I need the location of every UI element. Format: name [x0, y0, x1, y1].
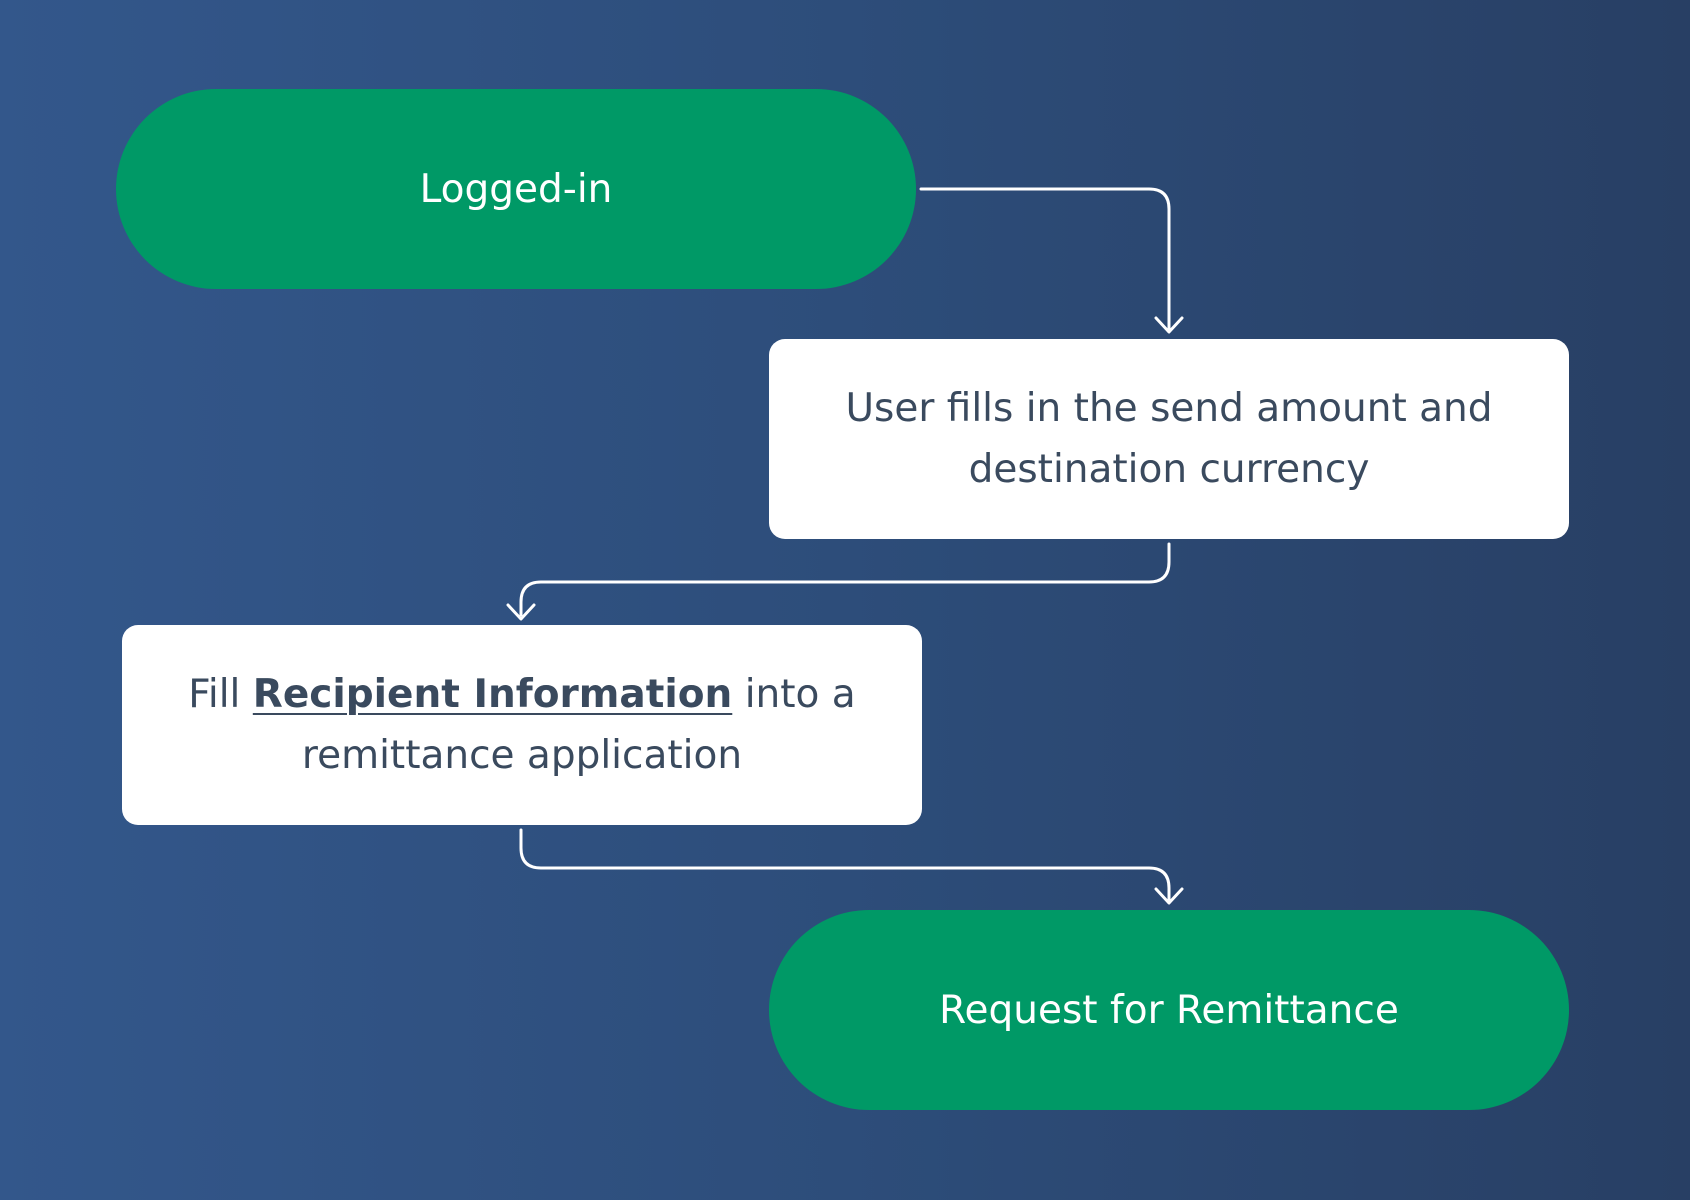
step2-suffix: into a — [744, 672, 856, 717]
arrowhead-step1-icon — [1154, 316, 1184, 334]
arrowhead-end-icon — [1154, 887, 1184, 905]
arrowhead-step2-icon — [506, 603, 536, 621]
process-step-send-amount: User fills in the send amount and destin… — [769, 339, 1569, 539]
step1-line1: User fills in the send amount and — [845, 386, 1493, 431]
start-label: Logged-in — [419, 166, 613, 212]
end-label: Request for Remittance — [939, 987, 1399, 1033]
connector-step2-to-end — [519, 828, 1171, 903]
step2-line2: remittance application — [301, 733, 743, 778]
connector-start-to-step1 — [919, 187, 1171, 332]
connector-step1-to-step2 — [519, 542, 1171, 617]
start-terminal: Logged-in — [116, 89, 916, 289]
step2-prefix: Fill — [188, 672, 241, 717]
recipient-information-emphasis: Recipient Information — [252, 672, 733, 717]
process-step-recipient-info: Fill Recipient Information into a remitt… — [122, 625, 922, 825]
step1-line2: destination currency — [968, 447, 1370, 492]
end-terminal: Request for Remittance — [769, 910, 1569, 1110]
